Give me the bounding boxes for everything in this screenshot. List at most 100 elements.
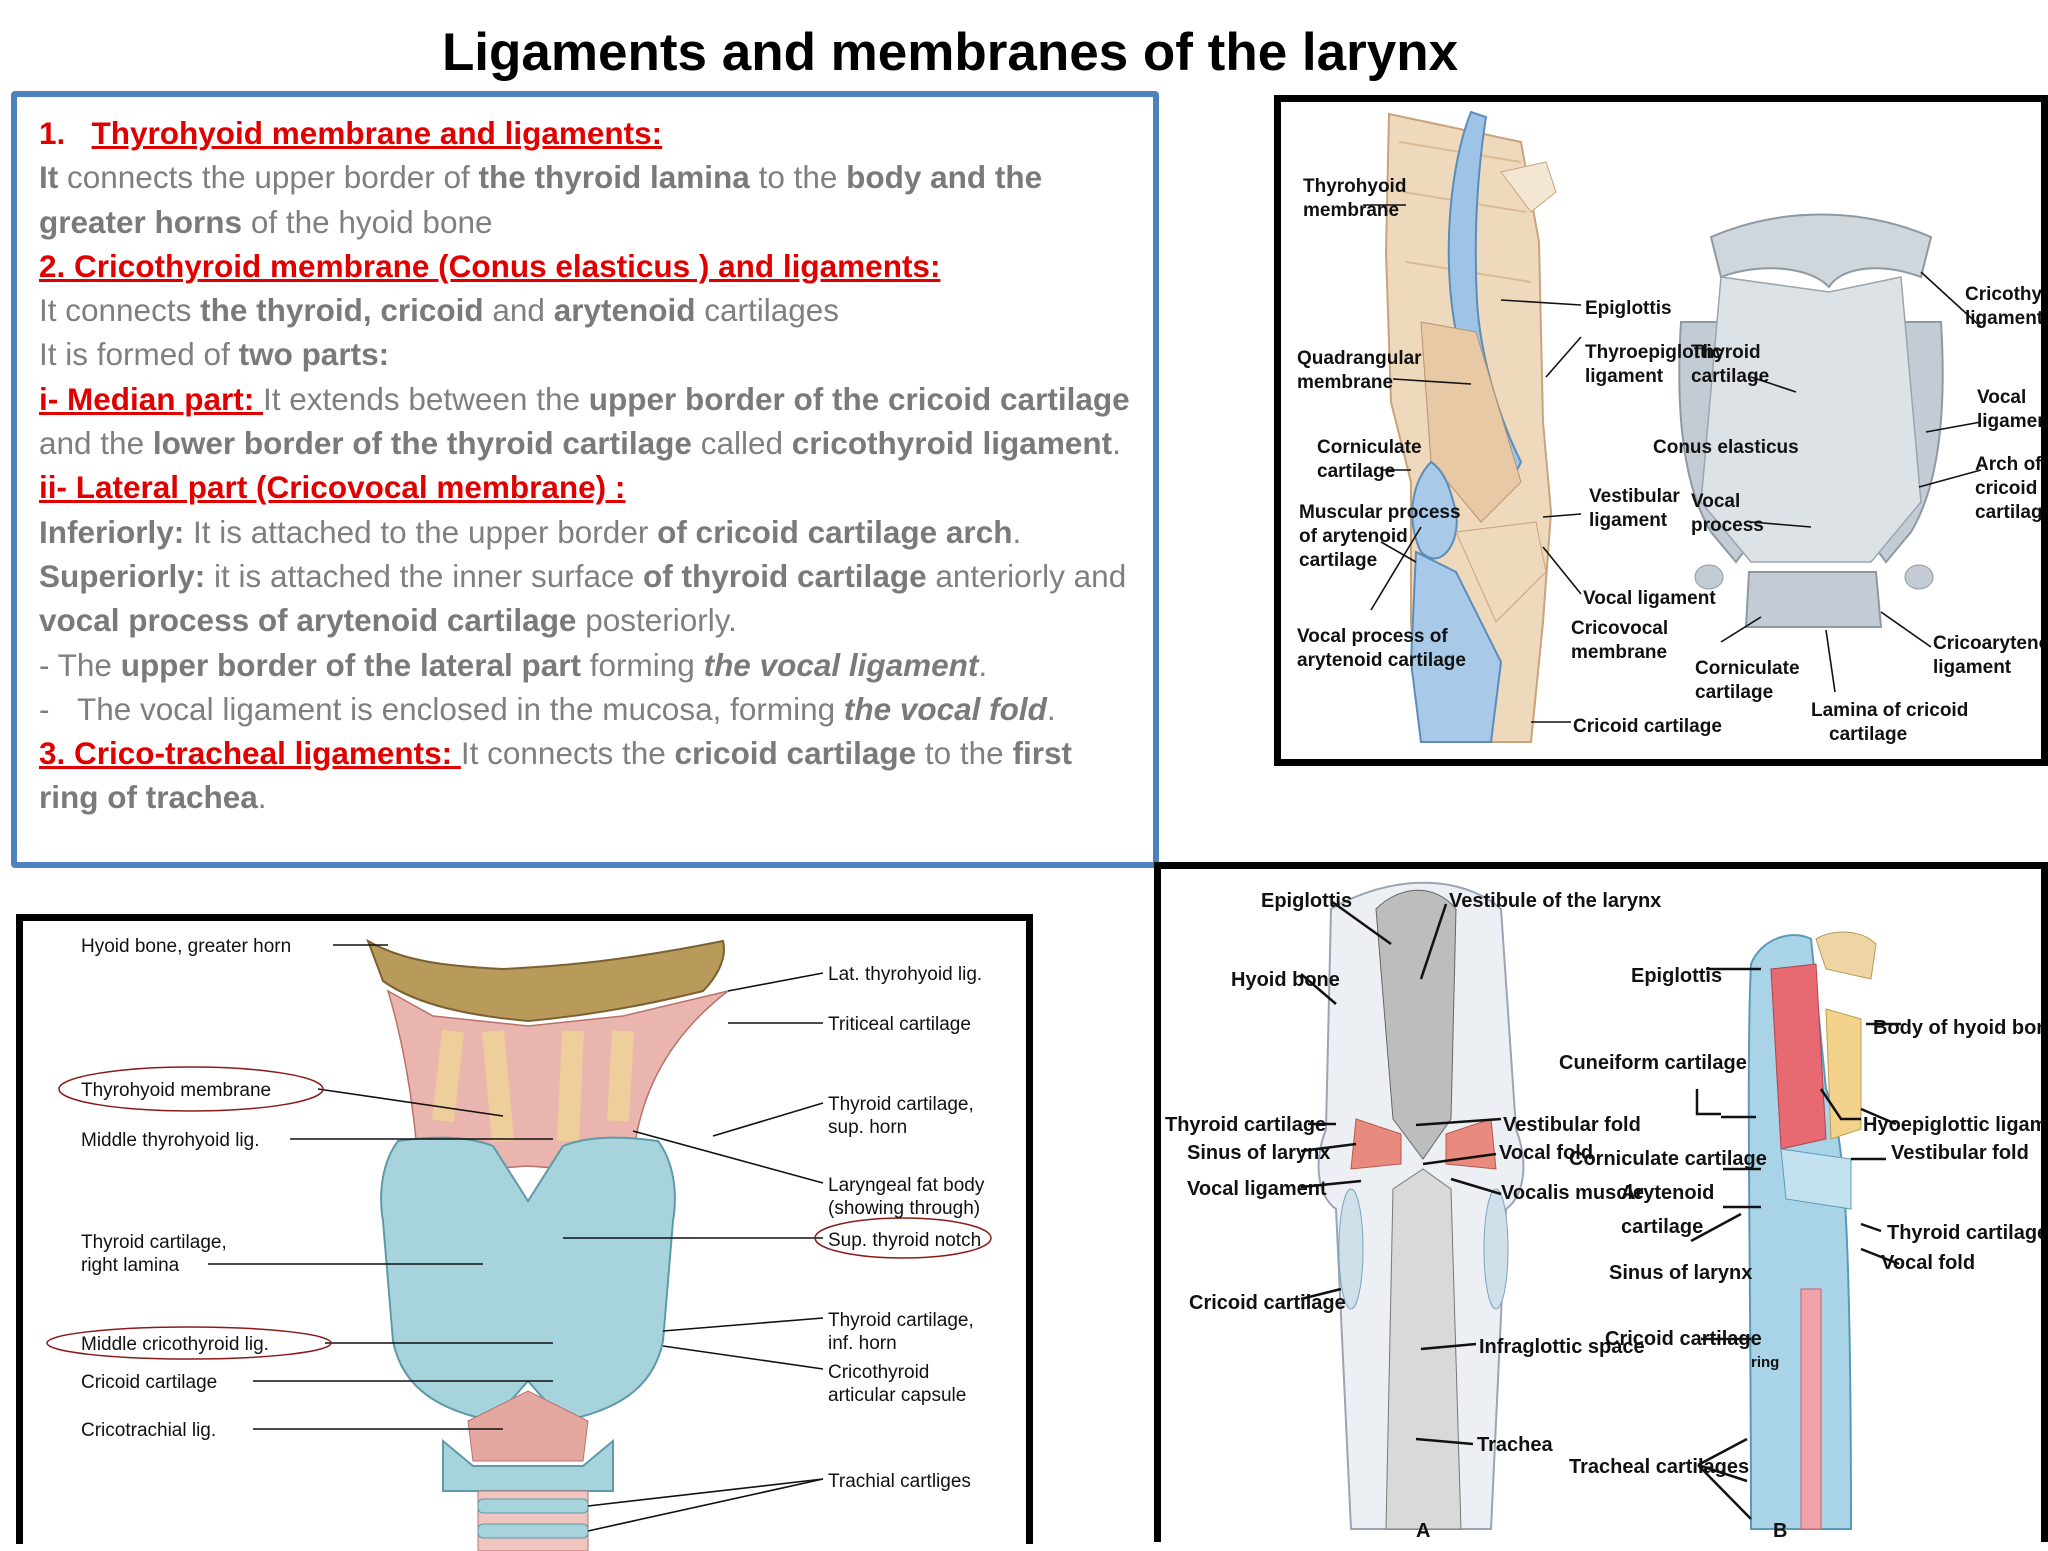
label-cricoid-cartilage: Cricoid cartilage [1573, 716, 1722, 737]
label-thyroid-cartilage-a: Thyroid cartilage [1165, 1114, 1326, 1136]
text-run-bold: of thyroid cartilage [643, 557, 927, 594]
label-middle-cricothyroid-lig: Middle cricothyroid lig. [81, 1334, 269, 1355]
label-middle-thyrohyoid-lig: Middle thyrohyoid lig. [81, 1130, 259, 1151]
label-thyrohyoid-membrane: Thyrohyoid membrane [81, 1080, 271, 1101]
text-run-bold: cricothyroid ligament [791, 425, 1113, 462]
para-vocal-fold: -The vocal ligament is enclosed in the m… [39, 690, 1056, 727]
label-epiglottis-a: Epiglottis [1261, 890, 1352, 912]
label-epiglottis-b: Epiglottis [1631, 965, 1722, 987]
label-triticeal-cartilage: Triticeal cartilage [828, 1014, 971, 1035]
text-run-bold: cricoid cartilage [674, 735, 917, 772]
label-vestibular-fold-b: Vestibular fold [1891, 1142, 2029, 1164]
text-run-bold: Superiorly: [39, 557, 206, 594]
figure-3-illustration: Epiglottis Vestibule of the larynx Hyoid… [1165, 881, 2041, 1542]
label-vestibule: Vestibule of the larynx [1449, 890, 1661, 912]
label-cricothyroid-ligament: Cricothyroidligament [1965, 284, 2041, 329]
label-vocal-fold-b: Vocal fold [1881, 1252, 1975, 1274]
figure-2-illustration: Hyoid bone, greater horn Lat. thyrohyoid… [46, 936, 992, 1551]
label-corniculate: Corniculate cartilage [1569, 1148, 1767, 1170]
figure-anterior-view: Hyoid bone, greater horn Lat. thyrohyoid… [16, 914, 1033, 1551]
figure-sections: Epiglottis Vestibule of the larynx Hyoid… [1154, 862, 2048, 1542]
label-thyroid-sup-horn: Thyroid cartilage,sup. horn [828, 1094, 974, 1138]
label-a: A [1416, 1520, 1430, 1542]
label-sinus-of-larynx-b: Sinus of larynx [1609, 1262, 1752, 1284]
label-sup-thyroid-notch: Sup. thyroid notch [828, 1230, 981, 1251]
label-cricoarytenoid-ligament: Cricoarytenoidligament [1933, 633, 2041, 678]
text-run-bold: It [39, 159, 59, 196]
text-run-bold: the vocal fold [843, 690, 1047, 727]
figure-3-labels: Epiglottis Vestibule of the larynx Hyoid… [1165, 890, 2041, 1542]
text-run-bold: lower border of the thyroid cartilage [152, 425, 692, 462]
text-run-bold: first ring of trachea [39, 735, 1072, 816]
para-inferiorly: Inferiorly: It is attached to the upper … [39, 513, 1022, 550]
para-superiorly: Superiorly: it is attached the inner sur… [39, 557, 1127, 639]
label-ring: ring [1751, 1354, 1779, 1371]
label-lat-thyrohyoid-lig: Lat. thyrohyoid lig. [828, 964, 982, 985]
label-vestibular-fold-a: Vestibular fold [1503, 1114, 1641, 1136]
label-infraglottic: Infraglottic space [1479, 1336, 1645, 1358]
para-two-parts: It is formed of two parts: [39, 336, 390, 373]
label-conus-elasticus: Conus elasticus [1653, 437, 1799, 458]
heading-lateral-part: ii- Lateral part (Cricovocal membrane) : [39, 469, 626, 506]
label-cricoid-cartilage: Cricoid cartilage [81, 1372, 217, 1393]
text-run-bold: Inferiorly: [39, 513, 185, 550]
para-cricothyroid: It connects the thyroid, cricoid and ary… [39, 292, 840, 329]
label-b: B [1773, 1520, 1787, 1542]
label-hyoepiglottic: Hyoepiglottic ligament [1863, 1114, 2041, 1136]
label-vocal-ligament: Vocal ligament [1583, 588, 1716, 609]
figure-2-labels: Hyoid bone, greater horn Lat. thyrohyoid… [81, 936, 985, 1492]
text-run-bold: the thyroid, cricoid [200, 292, 484, 329]
text-run-bold: vocal process of arytenoid cartilage [39, 602, 577, 639]
label-cuneiform: Cuneiform cartilage [1559, 1052, 1747, 1074]
label-thyroid-right-lamina: Thyroid cartilage,right lamina [81, 1232, 227, 1276]
label-epiglottis: Epiglottis [1585, 298, 1672, 319]
label-vocalis-muscle: Vocalis muscle [1501, 1182, 1644, 1204]
text-run-bold: body and the greater horns [39, 159, 1043, 240]
text-run-bold: of cricoid cartilage arch [657, 513, 1013, 550]
text-panel: 1. Thyrohyoid membrane and ligaments: It… [11, 91, 1159, 868]
label-vocal-ligament-a: Vocal ligament [1187, 1178, 1327, 1200]
label-vocal-fold-a: Vocal fold [1499, 1142, 1593, 1164]
text-run-bold: two parts: [238, 336, 390, 373]
para-median-part: i- Median part: It extends between the u… [39, 380, 1130, 462]
label-trachea: Trachea [1477, 1434, 1553, 1456]
label-laryngeal-fat-body: Laryngeal fat body(showing through) [828, 1175, 985, 1219]
text-run-bold: the thyroid lamina [478, 159, 750, 196]
label-thyroid-cartilage-b: Thyroid cartilage [1887, 1222, 2041, 1244]
heading-thyrohyoid: 1. Thyrohyoid membrane and ligaments: [39, 115, 663, 151]
text-run-bold: upper border of the lateral part [120, 646, 582, 683]
label-sinus-of-larynx-a: Sinus of larynx [1187, 1142, 1330, 1164]
label-cricoid-a: Cricoid cartilage [1189, 1292, 1346, 1314]
label-tracheal-cartilages: Tracheal cartilages [1569, 1456, 1749, 1478]
label-thyroid-inf-horn: Thyroid cartilage,inf. horn [828, 1310, 974, 1354]
page-title: Ligaments and membranes of the larynx [441, 23, 1459, 82]
heading-cricothyroid: 2. Cricothyroid membrane (Conus elasticu… [39, 247, 941, 284]
para-vocal-ligament: - The upper border of the lateral part f… [39, 646, 988, 683]
text-run-bold: the vocal ligament [703, 646, 979, 683]
label-cricoid-b: Cricoid cartilage [1605, 1328, 1762, 1350]
label-cricotrachial-lig: Cricotrachial lig. [81, 1420, 216, 1441]
text-run-bold: arytenoid [553, 292, 696, 329]
text-run-bold: upper border of the cricoid cartilage [588, 380, 1130, 417]
para-thyrohyoid: It connects the upper border of the thyr… [39, 159, 1043, 240]
label-trachial-cartliges: Trachial cartliges [828, 1471, 971, 1492]
para-cricotracheal: 3. Crico-tracheal ligaments: It connects… [39, 735, 1072, 816]
